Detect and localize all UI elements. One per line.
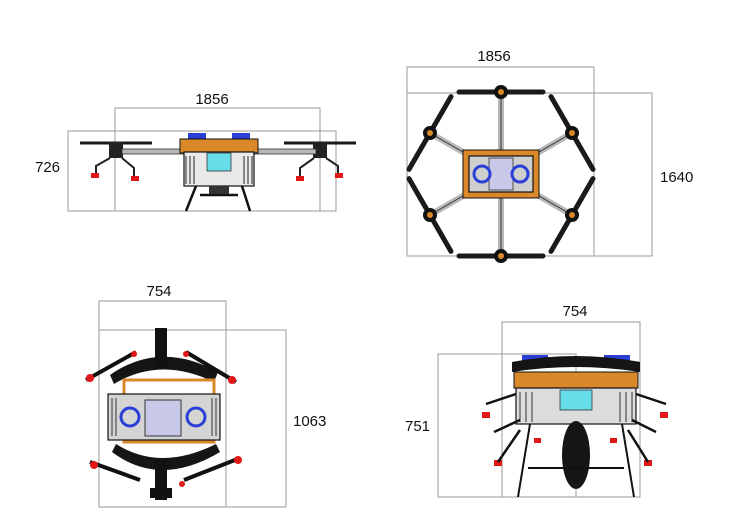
folded-side-drone <box>482 355 668 498</box>
top-motor-hub-4 <box>498 253 504 259</box>
front-arm-left <box>121 148 189 155</box>
front-landing-gear <box>184 185 252 212</box>
front-motor-left <box>109 142 123 158</box>
front-height-label: 726 <box>35 159 60 176</box>
front-width-label: 1856 <box>195 91 228 108</box>
folded-top-drone <box>85 328 242 500</box>
front-blue-left <box>188 133 206 139</box>
front-orange-frame <box>179 138 259 154</box>
folded-motor-top <box>155 328 167 368</box>
top-motor-hub-3 <box>569 212 576 218</box>
folded-top-height-label: 1063 <box>293 413 326 430</box>
top-drone <box>406 85 596 263</box>
front-arm-right <box>249 148 317 155</box>
folded-prop-top <box>110 356 218 384</box>
top-motor-hub-6 <box>426 130 433 136</box>
front-motor-right <box>313 142 327 158</box>
folded-top-blue-left <box>119 406 141 428</box>
front-height-box <box>67 130 337 212</box>
top-blue-right <box>510 164 530 184</box>
folded-side-pod <box>562 421 590 489</box>
front-view: 1856 726 <box>35 91 356 212</box>
folded-side-height-label: 751 <box>405 418 430 435</box>
top-blue-left <box>472 164 492 184</box>
folded-side-view: 754 751 <box>405 303 668 498</box>
front-blue-right <box>232 133 250 139</box>
folded-top-blue-right <box>185 406 207 428</box>
front-drone <box>80 133 356 212</box>
folded-side-landing-gear <box>517 423 635 498</box>
front-foot-red <box>91 173 99 178</box>
folded-top-width-label: 754 <box>146 283 171 300</box>
top-motor-hub-2 <box>569 130 576 136</box>
folded-prop-bottom <box>112 444 220 470</box>
top-width-label: 1856 <box>477 48 510 65</box>
folded-side-tank <box>559 389 593 411</box>
front-tank <box>206 152 232 172</box>
folded-side-width-label: 754 <box>562 303 587 320</box>
folded-side-props <box>512 356 640 372</box>
folded-side-orange-frame <box>513 371 639 389</box>
top-body-center <box>488 157 514 191</box>
top-motor-hub-5 <box>426 212 433 218</box>
folded-top-view: 754 1063 <box>85 283 326 508</box>
folded-top-height-box <box>98 329 287 508</box>
top-motor-hub-1 <box>498 89 504 95</box>
top-height-label: 1640 <box>660 169 693 186</box>
top-view: 1856 1640 <box>406 48 693 263</box>
